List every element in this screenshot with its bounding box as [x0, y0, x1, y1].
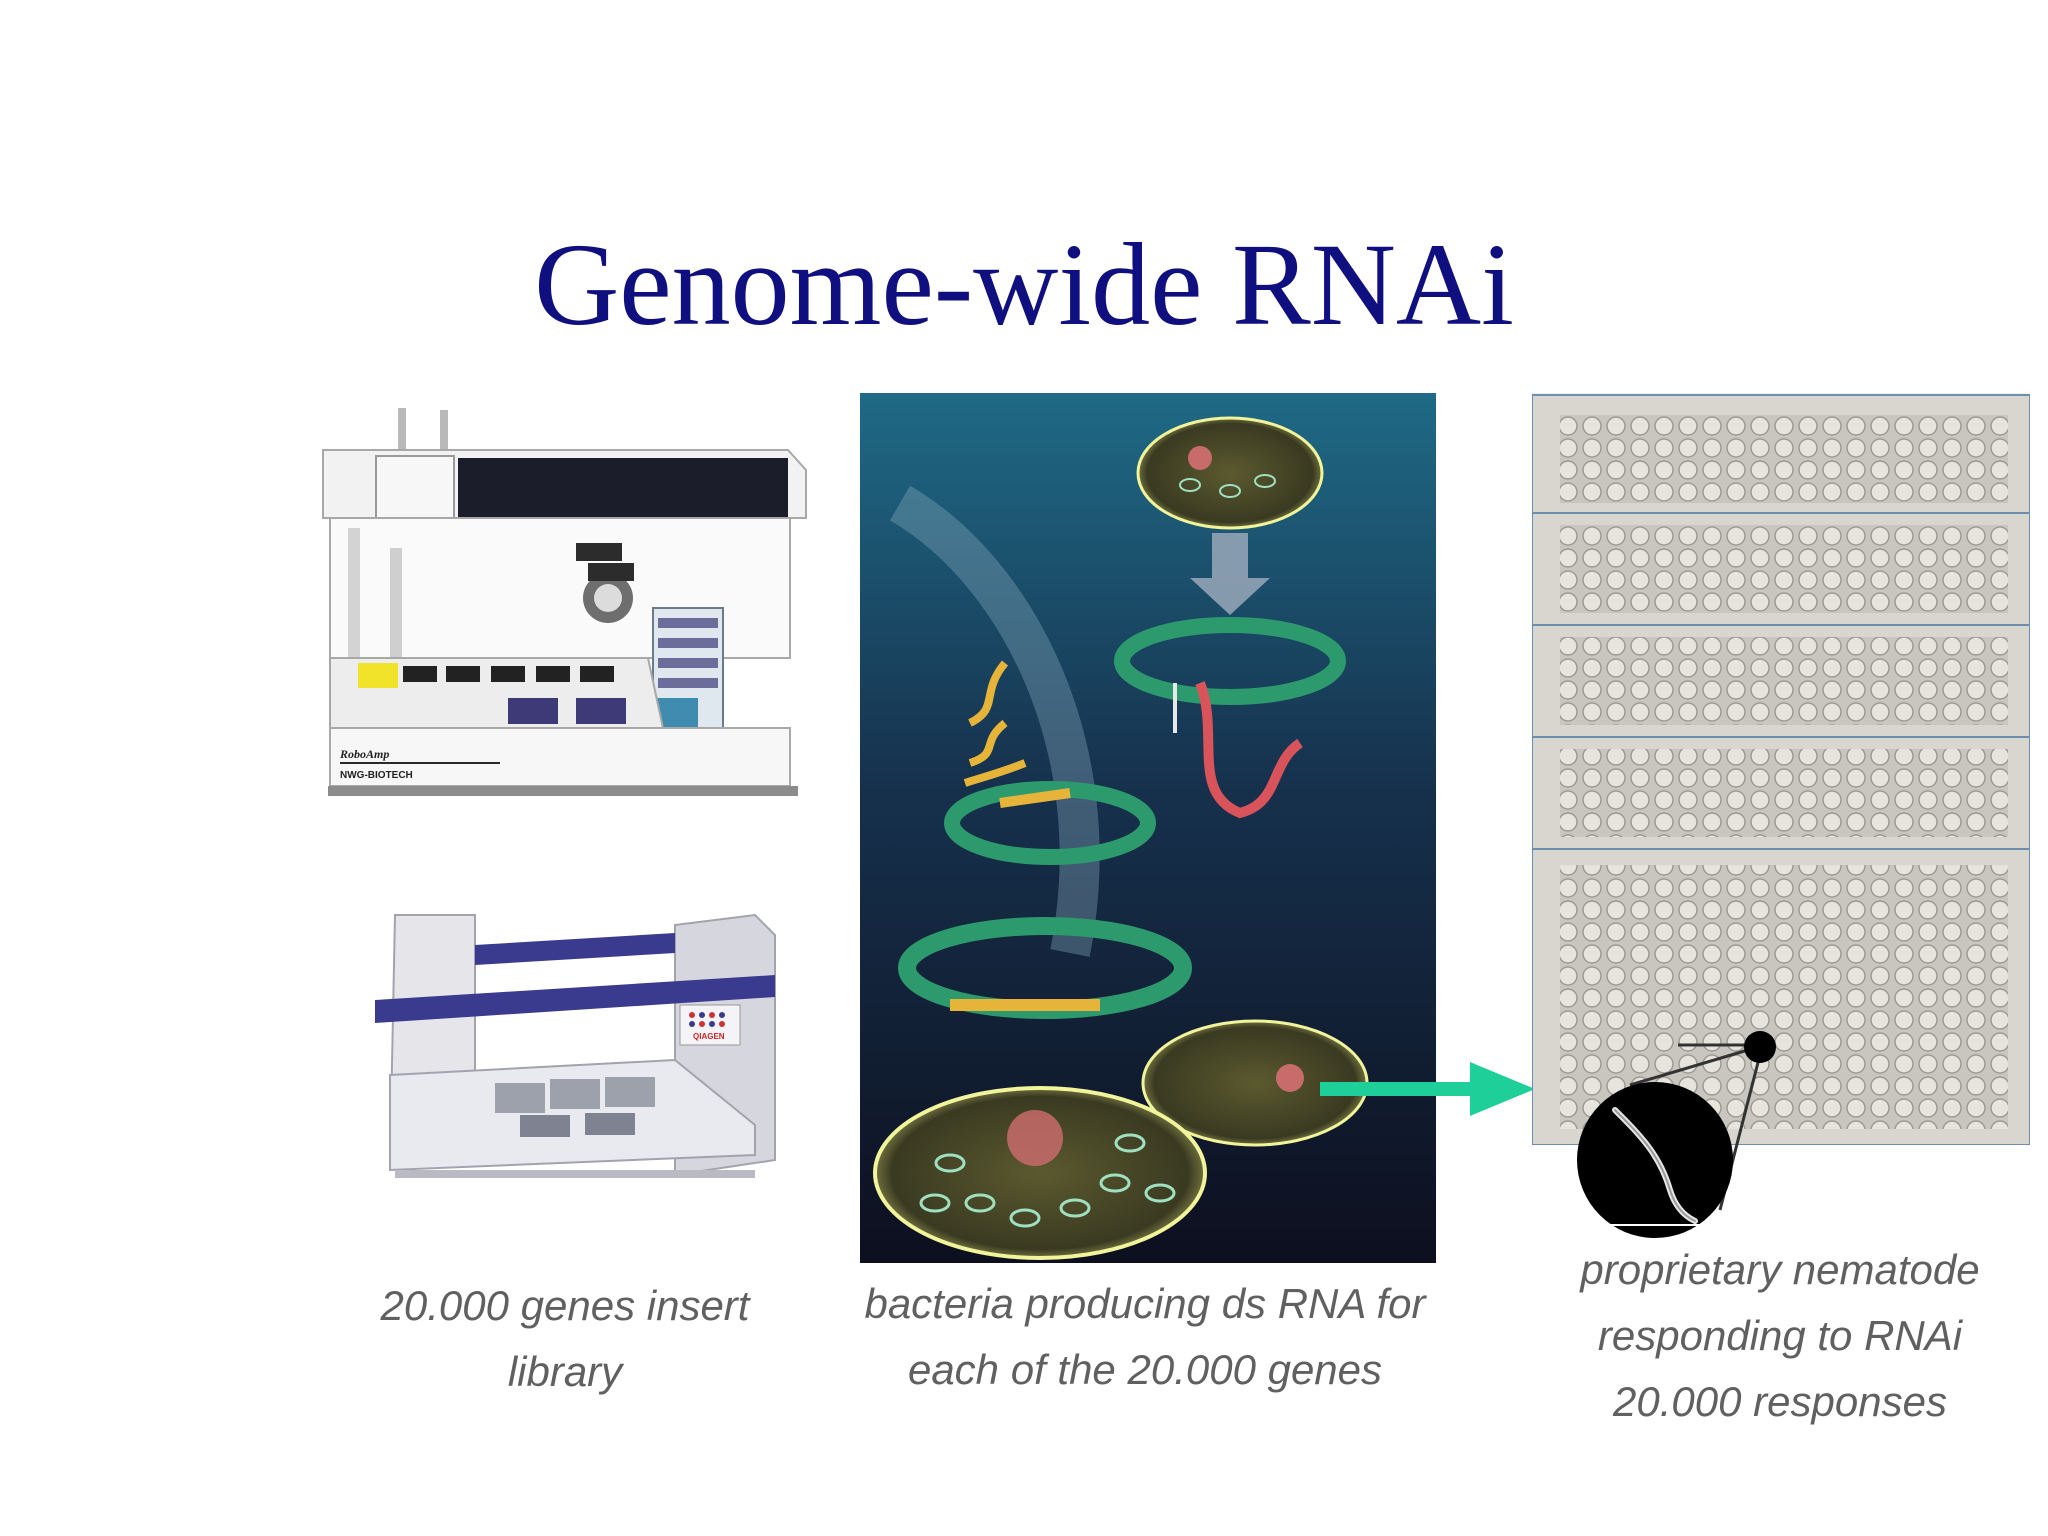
robot-label: RoboAmp	[339, 747, 389, 761]
bacteria-dsrna-illustration	[860, 393, 1436, 1263]
caption-line: 20.000 responses	[1613, 1378, 1947, 1425]
caption-line: responding to RNAi	[1597, 1312, 1963, 1359]
nematode-magnifier-image	[1577, 1031, 1776, 1238]
caption-line: library	[507, 1348, 623, 1395]
arrow-right-icon	[1320, 1062, 1535, 1116]
caption-line: proprietary nematode	[1580, 1246, 1980, 1293]
pipetting-robot-label: QIAGEN	[693, 1032, 725, 1041]
pcr-robot-image: RoboAmp NWG-BIOTECH	[318, 398, 813, 818]
caption-bacteria: bacteria producing ds RNA for each of th…	[820, 1271, 1470, 1403]
microplates-image	[1532, 393, 2030, 1145]
caption-insert-library: 20.000 genes insert library	[330, 1273, 800, 1405]
caption-line: each of the 20.000 genes	[907, 1346, 1383, 1393]
robot-sublabel: NWG-BIOTECH	[340, 770, 413, 781]
slide-title: Genome-wide RNAi	[534, 219, 1514, 350]
caption-line: bacteria producing ds RNA for	[864, 1280, 1426, 1327]
caption-nematode: proprietary nematode responding to RNAi …	[1520, 1237, 2040, 1435]
caption-line: 20.000 genes insert	[380, 1282, 750, 1329]
pipetting-robot-image: QIAGEN	[335, 905, 805, 1190]
